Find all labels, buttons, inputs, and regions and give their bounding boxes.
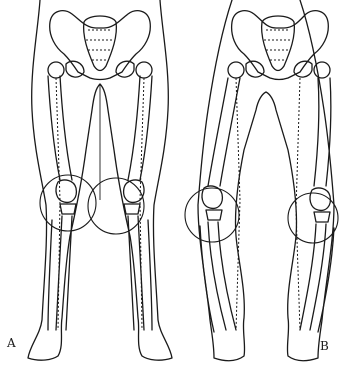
- panel-b-femoral-head-left: [228, 62, 244, 78]
- panel-a-sacrum: [84, 16, 117, 71]
- panel-b-obturator-left: [246, 61, 264, 77]
- panel-a-tibia-right: [128, 216, 152, 330]
- panel-b-knee-left: [202, 186, 222, 220]
- panel-b-obturator-right: [294, 61, 312, 77]
- panel-a-obturator-right: [116, 61, 134, 77]
- panel-b-drawing: [185, 0, 338, 361]
- panel-a-femoral-head-left: [48, 62, 64, 78]
- panel-b-tibia-left: [200, 222, 236, 332]
- panel-a-femur-left: [48, 76, 72, 180]
- panel-a-tibia-left: [48, 216, 72, 330]
- panel-b-label: B: [320, 339, 329, 353]
- panel-a-knee-left: [56, 180, 76, 214]
- panel-b-knee-circle-left: [185, 188, 239, 242]
- panel-a-femoral-head-right: [136, 62, 152, 78]
- panel-b-knee-circle-right: [288, 193, 338, 243]
- panel-b-femoral-head-right: [314, 62, 330, 78]
- panel-b-femur-right: [314, 78, 331, 186]
- panel-a-knee-circle-right: [88, 178, 144, 234]
- panel-b-axis-right: [296, 78, 300, 330]
- panel-a-femur-right: [128, 76, 152, 180]
- panel-b-sacrum: [262, 16, 295, 71]
- panel-a-label: A: [7, 336, 16, 350]
- panel-a-obturator-left: [66, 61, 84, 77]
- panel-a-drawing: [28, 0, 172, 360]
- panel-a-pelvis: [50, 11, 151, 80]
- panel-b-tibia-right: [300, 224, 334, 332]
- panel-b-femur-left: [208, 78, 240, 186]
